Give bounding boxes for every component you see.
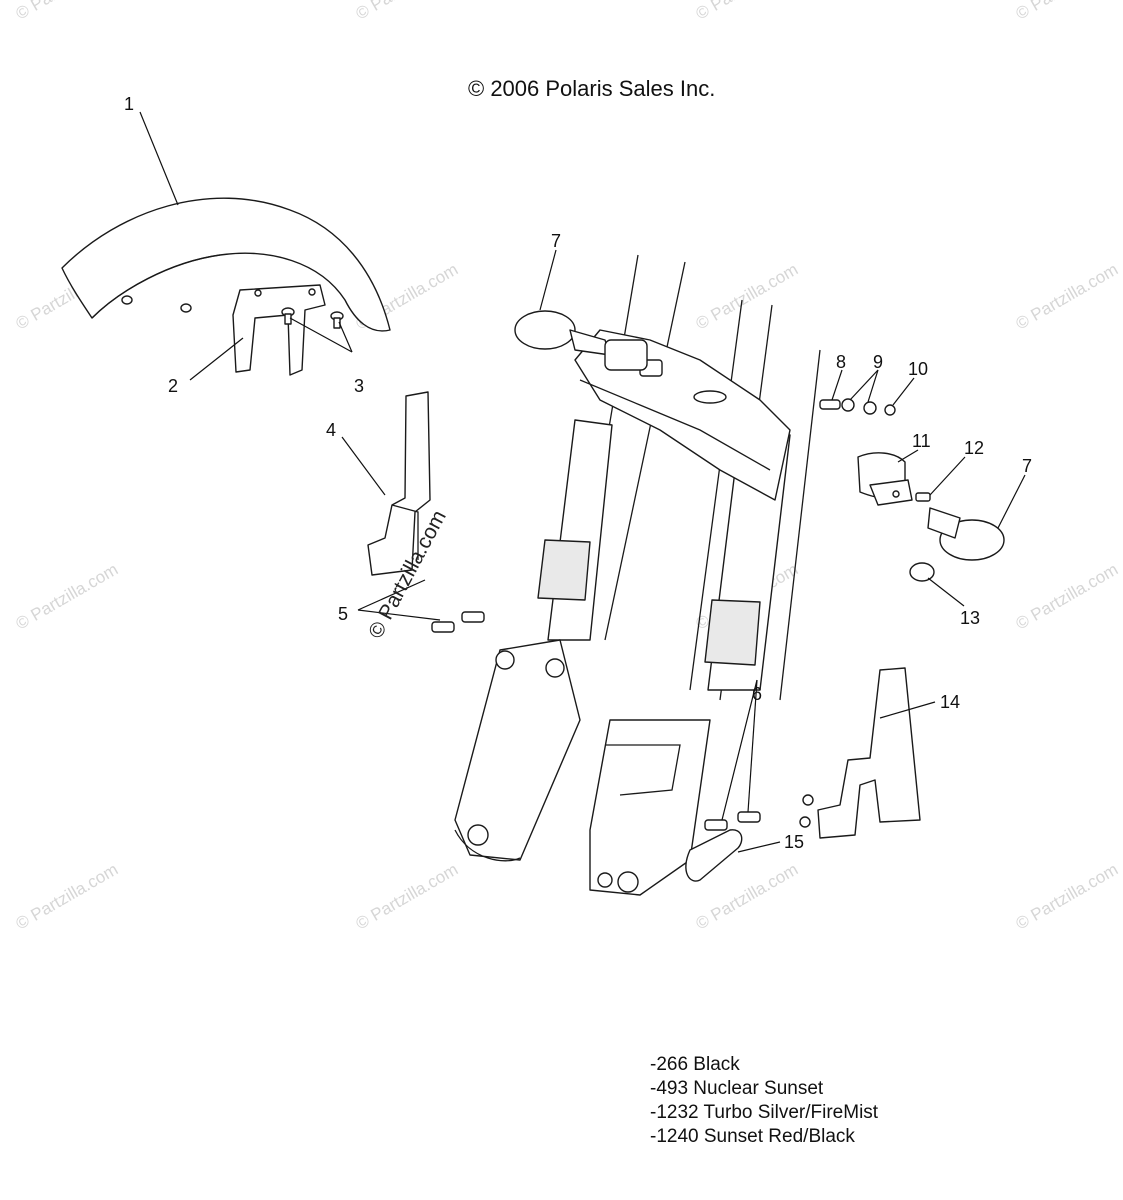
callout-12: 12 (964, 438, 984, 458)
watermark: © Partzilla.com (1013, 260, 1122, 334)
turn-signal-drawing (514, 310, 648, 371)
watermark: © Partzilla.com (13, 860, 122, 934)
callout-9: 9 (873, 352, 883, 372)
callout-15: 15 (784, 832, 804, 852)
callout-14: 14 (940, 692, 960, 712)
watermark: © Partzilla.com (693, 0, 802, 23)
watermark: © Partzilla.com (1013, 860, 1122, 934)
callout-13: 13 (960, 608, 980, 628)
fender-bracket-drawing (232, 284, 326, 376)
callout-5: 5 (338, 604, 348, 624)
turn-signal-right-drawing (927, 507, 1005, 561)
fork-guard-bracket-drawing (367, 391, 431, 576)
callout-1: 1 (124, 94, 134, 114)
bolt-washer-nut-drawing (819, 398, 896, 416)
callout-6: 6 (752, 684, 762, 704)
copyright-notice: © 2006 Polaris Sales Inc. (468, 76, 715, 101)
reflector-drawing (685, 829, 743, 882)
legend-item: -1240 Sunset Red/Black (650, 1126, 855, 1147)
callout-10: 10 (908, 359, 928, 379)
color-legend: -266 Black -493 Nuclear Sunset -1232 Tur… (650, 1054, 879, 1147)
signal-clamp-drawing (857, 452, 913, 506)
legend-item: -1232 Turbo Silver/FireMist (650, 1102, 879, 1123)
watermark: © Partzilla.com (1013, 560, 1122, 634)
callout-2: 2 (168, 376, 178, 396)
callout-8: 8 (836, 352, 846, 372)
right-guard-bracket-drawing (799, 667, 921, 839)
watermark: © Partzilla.com (13, 0, 122, 23)
legend-item: -266 Black (650, 1054, 740, 1075)
watermarks: © Partzilla.com © Partzilla.com © Partzi… (13, 0, 1122, 933)
watermark: © Partzilla.com (1013, 0, 1122, 23)
callout-3: 3 (354, 376, 364, 396)
signal-screw-drawing (915, 492, 931, 502)
watermark: © Partzilla.com (353, 860, 462, 934)
watermark: © Partzilla.com (693, 260, 802, 334)
signal-bulb-drawing (909, 562, 935, 582)
callout-labels: 1 2 3 4 5 6 7 7 8 9 10 11 12 13 14 15 (124, 94, 1032, 852)
triple-clamp-drawing (574, 329, 791, 501)
watermark: © Partzilla.com (353, 0, 462, 23)
legend-item: -493 Nuclear Sunset (650, 1078, 824, 1099)
front-fender-drawing (61, 197, 391, 332)
watermark: © Partzilla.com (13, 560, 122, 634)
callout-7-left: 7 (551, 231, 561, 251)
callout-4: 4 (326, 420, 336, 440)
mount-screws-drawing (431, 611, 761, 831)
fender-screws-drawing (281, 307, 344, 329)
front-fork-drawing (454, 254, 821, 896)
callout-7-right: 7 (1022, 456, 1032, 476)
callout-11: 11 (912, 431, 931, 451)
leader-lines (139, 111, 1026, 853)
